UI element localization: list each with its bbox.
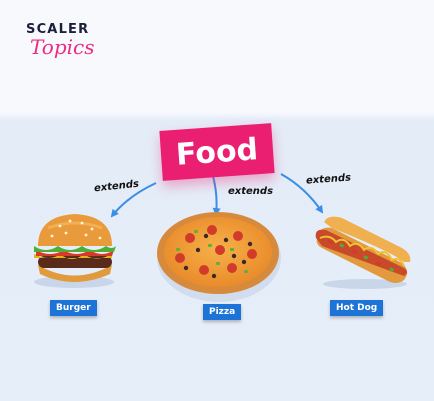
burger-illustration [34,214,116,288]
child-tag-pizza: Pizza [203,304,242,320]
arrow-to-hotdog [280,173,324,214]
arrow-to-burger [110,182,157,218]
logo-topics-text: Topics [30,35,95,59]
arrow-to-pizza [212,175,221,216]
hotdog-illustration [315,216,411,289]
root-class-label: Food [174,131,260,173]
child-tag-hotdog: Hot Dog [330,300,384,316]
pizza-illustration [157,212,281,302]
edge-label-pizza: extends [228,186,274,197]
root-class-food: Food [159,123,275,181]
child-tag-burger: Burger [50,300,97,316]
scaler-topics-logo: SCALER Topics [26,22,95,59]
logo-scaler-text: SCALER [26,22,90,37]
